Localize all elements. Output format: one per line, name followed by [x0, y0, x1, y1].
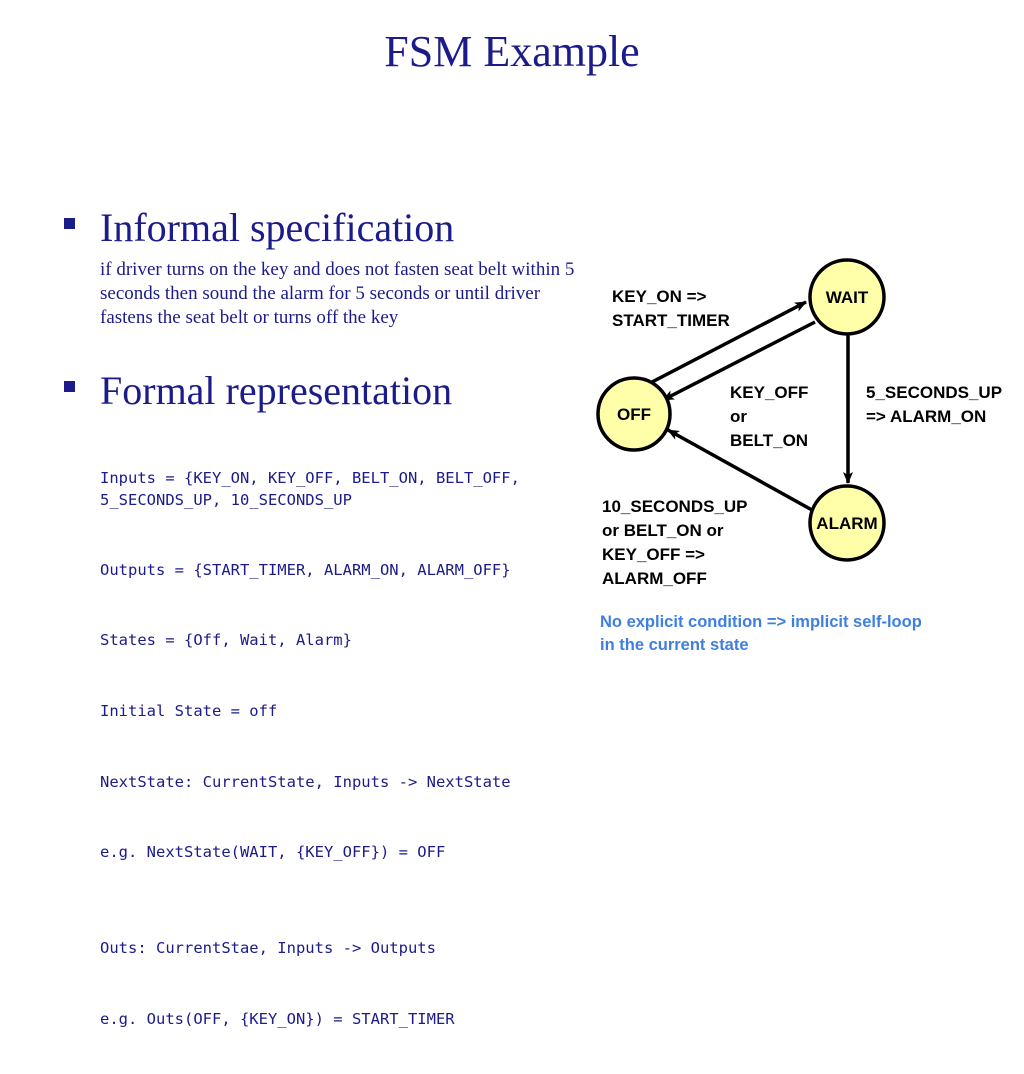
label-line: 10_SECONDS_UP — [602, 497, 748, 516]
state-wait-label: WAIT — [826, 288, 869, 307]
state-wait: WAIT — [808, 258, 886, 336]
self-loop-note: No explicit condition => implicit self-l… — [600, 613, 922, 654]
spec-line-nextstate-example: e.g. NextState(WAIT, {KEY_OFF}) = OFF — [100, 843, 446, 861]
transition-alarm-to-off — [667, 428, 813, 512]
transition-off-to-wait — [651, 300, 807, 384]
state-off-label: OFF — [617, 405, 651, 424]
state-off: OFF — [596, 376, 672, 452]
label-alarm-to-off: 10_SECONDS_UP or BELT_ON or KEY_OFF => A… — [602, 497, 748, 588]
label-line: KEY_OFF => — [602, 545, 705, 564]
spec-line-nextstate: NextState: CurrentState, Inputs -> NextS… — [100, 773, 511, 791]
label-line: 5_SECONDS_UP — [866, 383, 1002, 402]
label-wait-to-off: KEY_OFF or BELT_ON — [730, 383, 808, 450]
informal-spec-text: if driver turns on the key and does not … — [100, 259, 575, 328]
label-off-to-wait: KEY_ON => START_TIMER — [612, 287, 730, 330]
label-wait-to-alarm: 5_SECONDS_UP => ALARM_ON — [866, 383, 1002, 426]
label-line: BELT_ON — [730, 431, 808, 450]
label-line: or BELT_ON or — [602, 521, 724, 540]
note-line: in the current state — [600, 636, 749, 654]
note-line: No explicit condition => implicit self-l… — [600, 613, 922, 631]
label-line: START_TIMER — [612, 311, 730, 330]
spec-line-initial-state: Initial State = off — [100, 702, 278, 720]
spec-line-outs: Outs: CurrentStae, Inputs -> Outputs — [100, 939, 436, 957]
square-bullet-icon — [64, 381, 75, 392]
transition-wait-to-off — [662, 320, 816, 402]
slide-title: FSM Example — [384, 27, 640, 76]
label-line: => ALARM_ON — [866, 407, 986, 426]
formal-spec-block: Inputs = {KEY_ON, KEY_OFF, BELT_ON, BELT… — [100, 423, 570, 1074]
spec-line-outputs: Outputs = {START_TIMER, ALARM_ON, ALARM_… — [100, 561, 511, 579]
slide: FSM Example Informal specification if dr… — [64, 27, 1002, 1028]
square-bullet-icon — [64, 218, 75, 229]
bullet-heading: Informal specification — [100, 205, 455, 250]
state-off-circle — [596, 376, 672, 452]
bullet-heading: Formal representation — [100, 368, 453, 413]
state-wait-circle — [808, 258, 886, 336]
label-line: ALARM_OFF — [602, 569, 707, 588]
label-line: KEY_ON => — [612, 287, 707, 306]
label-line: KEY_OFF — [730, 383, 808, 402]
spec-line-inputs: Inputs = {KEY_ON, KEY_OFF, BELT_ON, BELT… — [100, 469, 530, 509]
spec-line-states: States = {Off, Wait, Alarm} — [100, 631, 352, 649]
fsm-diagram: WAIT OFF ALARM KEY_ON => START_TIMER KEY… — [596, 258, 1002, 654]
label-line: or — [730, 407, 747, 426]
spec-line-outs-example: e.g. Outs(OFF, {KEY_ON}) = START_TIMER — [100, 1010, 455, 1028]
state-alarm-label: ALARM — [816, 514, 877, 533]
state-alarm: ALARM — [808, 484, 886, 562]
state-alarm-circle — [808, 484, 886, 562]
